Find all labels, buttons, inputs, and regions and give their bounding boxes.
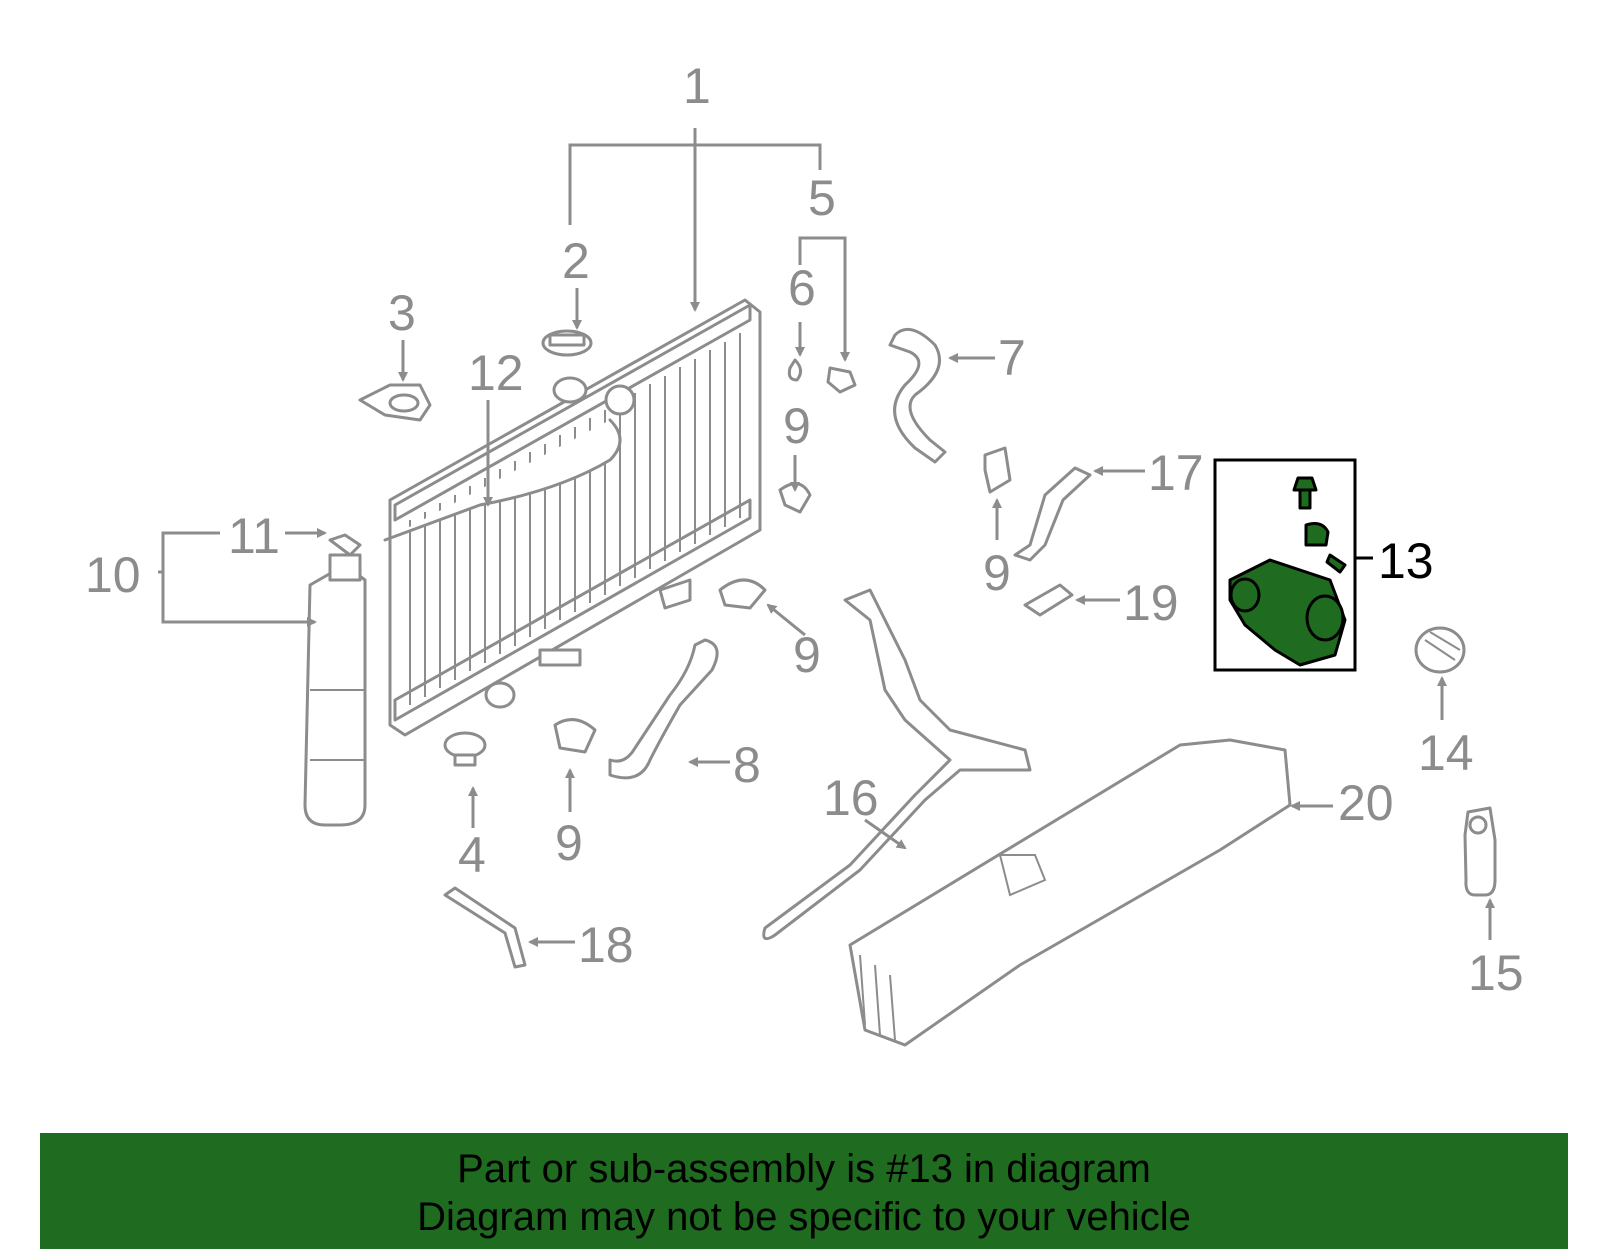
thermostat [1414,626,1466,674]
radiator-cap [541,329,593,357]
callout-11: 11 [228,508,280,564]
lower-hose [608,638,719,780]
info-banner: Part or sub-assembly is #13 in diagram D… [40,1133,1568,1249]
callout-1: 1 [683,58,711,114]
callout-9-lower: 9 [555,815,583,871]
callout-7: 7 [998,330,1026,386]
heater-hose [443,886,527,969]
callout-labels: 1 2 3 4 5 6 7 8 9 9 9 9 10 11 12 13 14 1… [85,58,1524,1001]
banner-line-1: Part or sub-assembly is #13 in diagram [457,1147,1151,1191]
hose-clamp [718,578,767,610]
callout-13: 13 [1378,533,1434,589]
callout-8: 8 [733,737,761,793]
upper-hose [888,327,947,464]
coolant-reservoir [303,533,367,827]
hose-clamp [553,718,597,754]
callout-2: 2 [562,233,590,289]
callout-16: 16 [823,770,879,826]
callout-3: 3 [388,285,416,341]
callout-15: 15 [1468,945,1524,1001]
drain-plug-oring [787,358,802,382]
callout-9-middle: 9 [793,627,821,683]
radiator [388,298,762,737]
callout-10: 10 [85,547,141,603]
bracket [1023,583,1074,617]
callout-6: 6 [788,260,816,316]
callout-18: 18 [578,917,634,973]
water-pipe [762,588,1032,941]
upper-mount-insulator [358,383,432,422]
banner-line-2: Diagram may not be specific to your vehi… [417,1195,1191,1239]
hose-clamp [778,482,812,514]
water-outlet [1463,806,1497,897]
callout-9-right: 9 [983,545,1011,601]
lower-mount-insulator [443,731,487,767]
callout-4: 4 [458,827,486,883]
drain-plug [826,366,857,394]
callout-17: 17 [1148,445,1204,501]
overflow-hose [383,418,622,542]
thermostat-housing-highlight [1213,458,1357,672]
callout-14: 14 [1418,725,1474,781]
air-deflector [848,738,1292,1047]
hose-clamp [983,446,1012,494]
leader-lines [158,128,1495,947]
callout-19: 19 [1123,575,1179,631]
callout-20: 20 [1338,775,1394,831]
bypass-hose [1013,466,1092,562]
callout-5: 5 [808,170,836,226]
callout-12: 12 [468,345,524,401]
callout-9-upper: 9 [783,398,811,454]
